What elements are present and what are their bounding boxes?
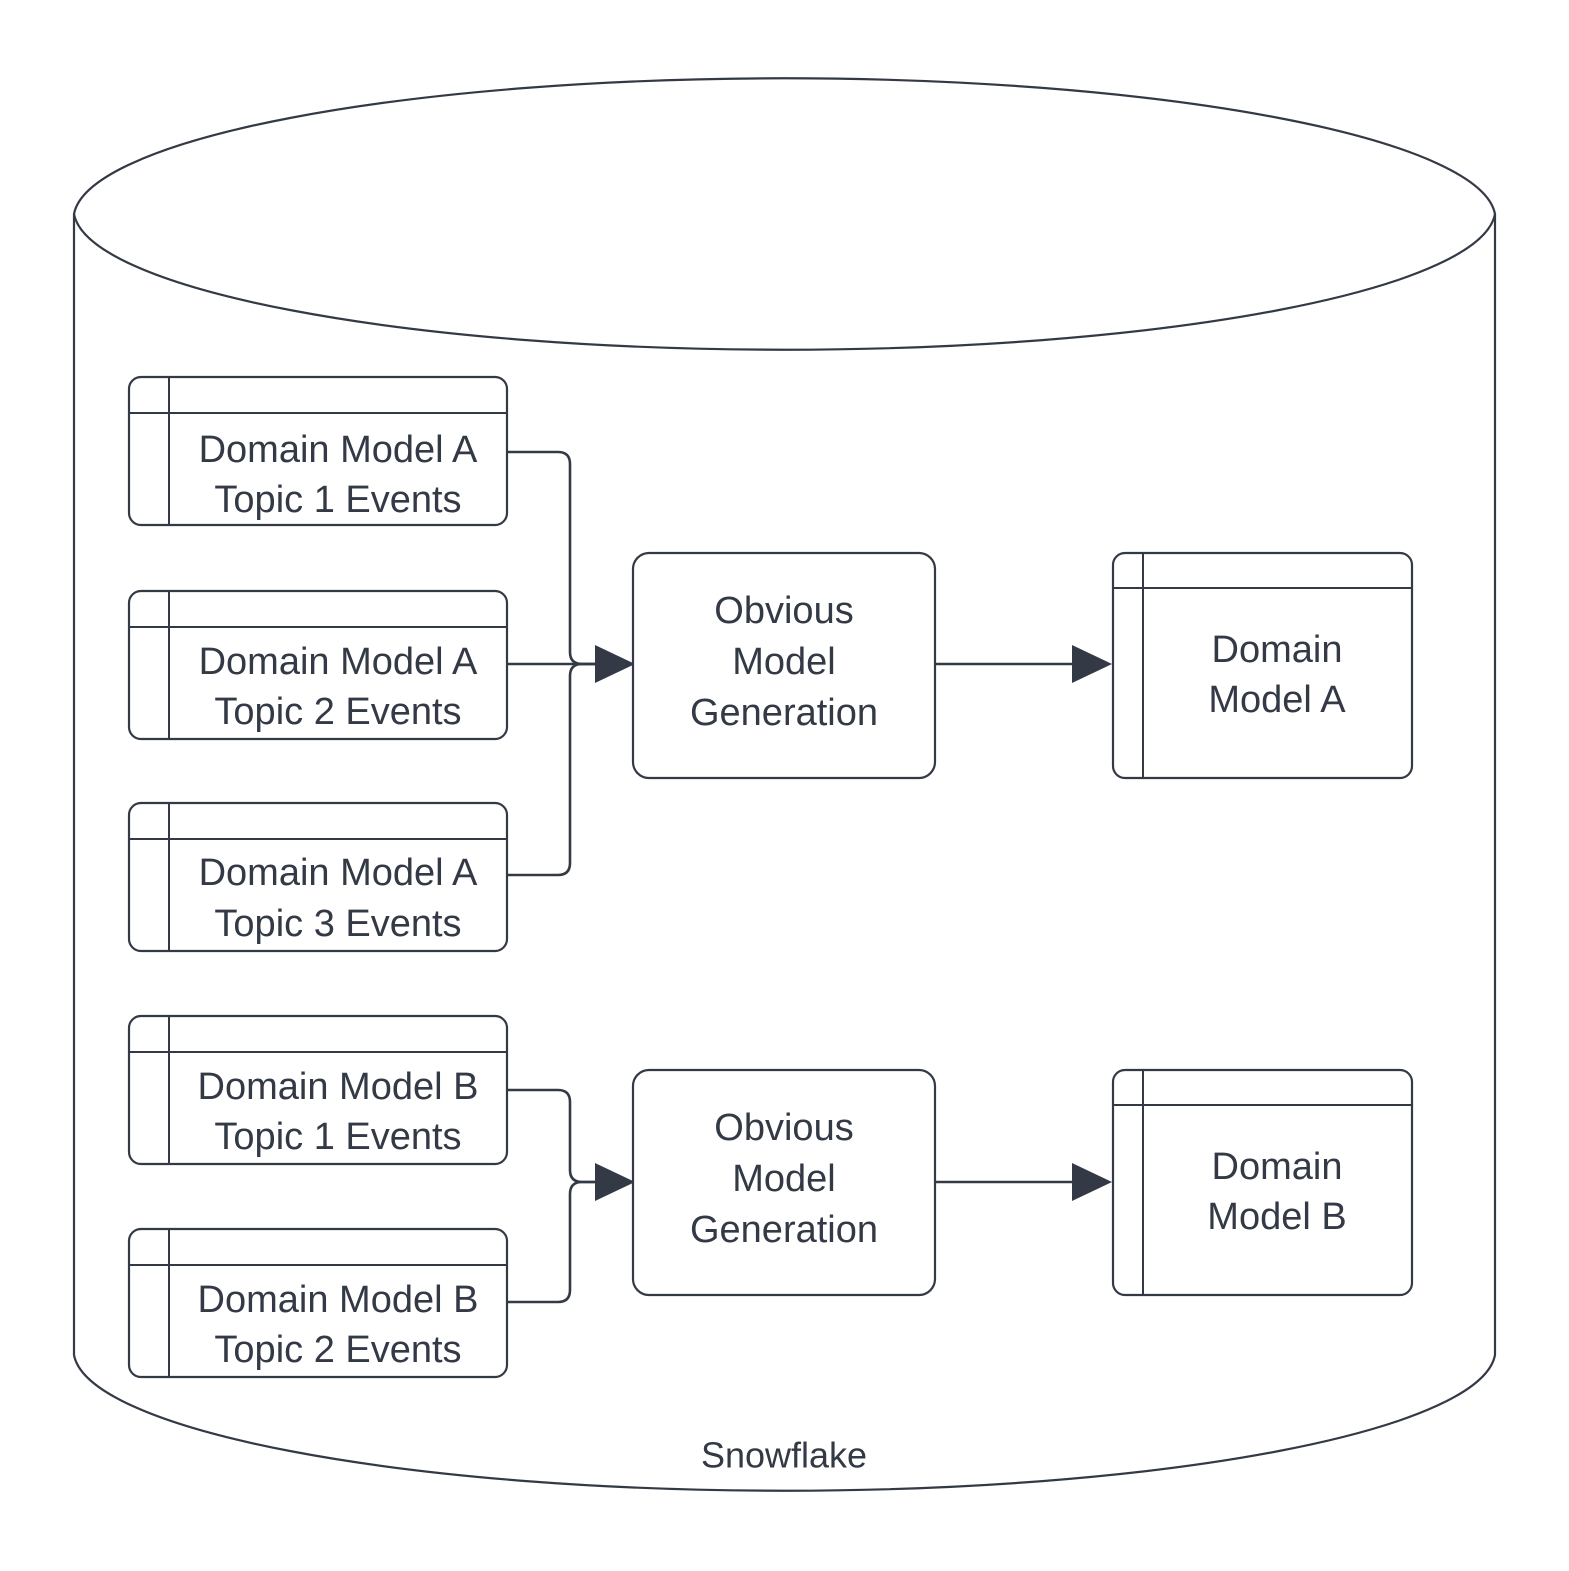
edge-a-topic-3-to-gen-a bbox=[507, 662, 600, 877]
table-node-a-topic-2[interactable]: Domain Model A Topic 2 Events bbox=[127, 589, 509, 741]
arrowhead-to-gen-b bbox=[595, 1163, 635, 1201]
table-label-line2: Model A bbox=[1208, 679, 1346, 721]
edge-gen-b-to-model-b bbox=[935, 1163, 1112, 1201]
table-outline bbox=[1111, 551, 1414, 780]
table-node-model-a[interactable]: Domain Model A bbox=[1111, 551, 1414, 780]
table-node-b-topic-2[interactable]: Domain Model B Topic 2 Events bbox=[127, 1227, 509, 1379]
process-outline bbox=[631, 551, 937, 780]
table-label-line2: Topic 2 Events bbox=[214, 691, 461, 733]
table-node-b-topic-1[interactable]: Domain Model B Topic 1 Events bbox=[127, 1014, 509, 1166]
edge-group-a bbox=[507, 450, 635, 877]
process-outline bbox=[631, 1068, 937, 1297]
process-node-gen-a[interactable]: Obvious Model Generation bbox=[631, 551, 937, 780]
arrowhead-to-model-b bbox=[1072, 1163, 1112, 1201]
edge-b-topic-1-to-gen-b bbox=[507, 1088, 600, 1184]
table-label-line1: Domain Model A bbox=[199, 429, 478, 471]
table-label-line1: Domain Model A bbox=[199, 852, 478, 894]
process-label-line2: Model bbox=[732, 1158, 836, 1200]
table-label-line1: Domain bbox=[1212, 1146, 1343, 1188]
arrowhead-to-gen-a bbox=[595, 645, 635, 683]
table-label-line2: Topic 2 Events bbox=[214, 1329, 461, 1371]
arrowhead-to-model-a bbox=[1072, 645, 1112, 683]
process-label-line1: Obvious bbox=[714, 1107, 853, 1149]
process-label-line1: Obvious bbox=[714, 590, 853, 632]
edge-gen-a-to-model-a bbox=[935, 645, 1112, 683]
table-outline bbox=[1111, 1068, 1414, 1297]
table-label-line1: Domain Model B bbox=[198, 1279, 479, 1321]
process-label-line3: Generation bbox=[690, 692, 878, 734]
table-label-line1: Domain bbox=[1212, 629, 1343, 671]
process-label-line2: Model bbox=[732, 641, 836, 683]
edge-b-topic-2-to-gen-b bbox=[507, 1180, 600, 1304]
table-node-model-b[interactable]: Domain Model B bbox=[1111, 1068, 1414, 1297]
table-label-line2: Topic 3 Events bbox=[214, 903, 461, 945]
cylinder-body bbox=[72, 77, 1497, 1492]
edge-group-b bbox=[507, 1088, 635, 1304]
cylinder-label-snowflake: Snowflake bbox=[701, 1435, 867, 1476]
process-node-gen-b[interactable]: Obvious Model Generation bbox=[631, 1068, 937, 1297]
table-label-line1: Domain Model A bbox=[199, 641, 478, 683]
table-label-line2: Model B bbox=[1207, 1196, 1346, 1238]
edge-a-topic-1-to-gen-a bbox=[507, 450, 600, 666]
table-label-line2: Topic 1 Events bbox=[214, 1116, 461, 1158]
cylinder-top-ellipse-arc bbox=[72, 213, 1497, 351]
table-label-line2: Topic 1 Events bbox=[214, 479, 461, 521]
table-label-line1: Domain Model B bbox=[198, 1066, 479, 1108]
process-label-line3: Generation bbox=[690, 1209, 878, 1251]
table-node-a-topic-3[interactable]: Domain Model A Topic 3 Events bbox=[127, 801, 509, 953]
table-node-a-topic-1[interactable]: Domain Model A Topic 1 Events bbox=[127, 375, 509, 527]
snowflake-cylinder-container bbox=[72, 77, 1497, 1492]
